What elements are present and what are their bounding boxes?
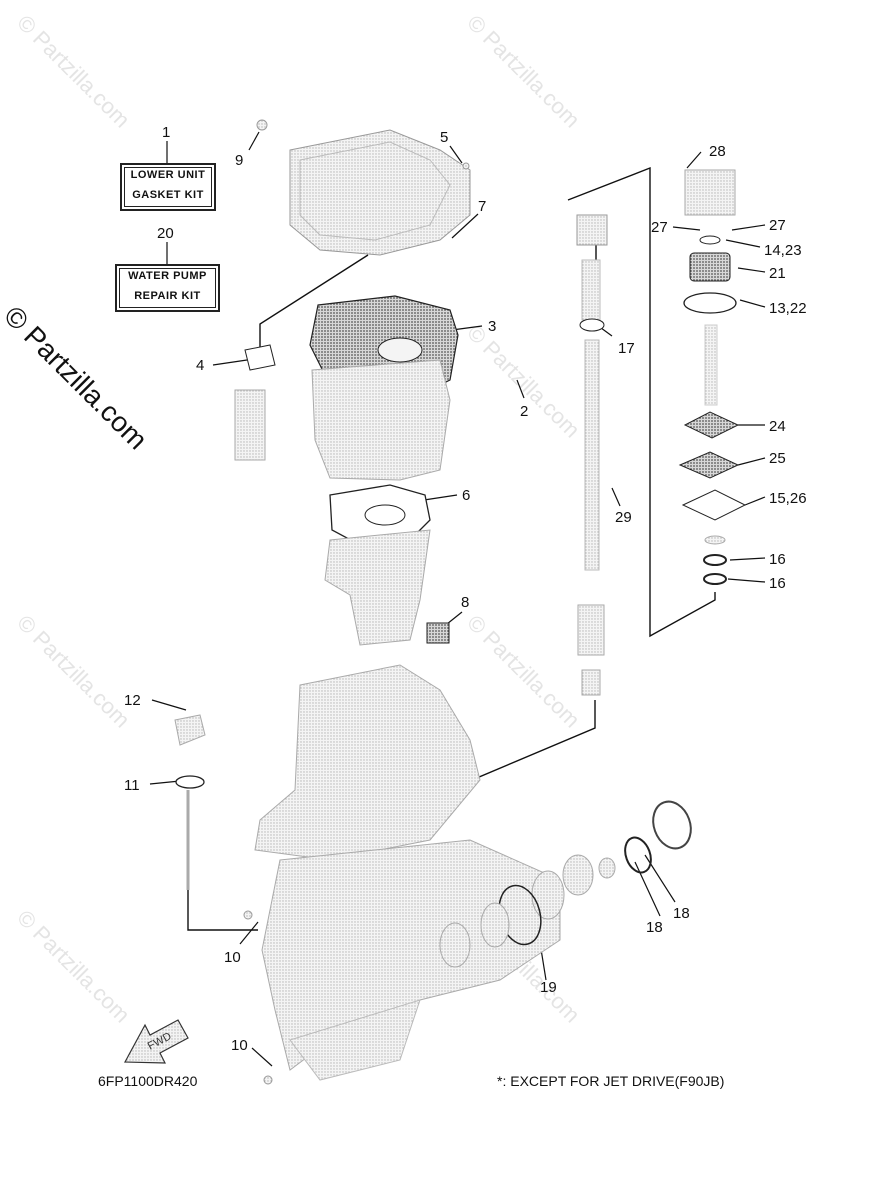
callout[interactable]: 18 — [673, 905, 690, 922]
callout[interactable]: 12 — [124, 692, 141, 709]
callout[interactable]: 18 — [646, 919, 663, 936]
callout[interactable]: 21 — [769, 265, 786, 282]
callout[interactable]: 7 — [478, 198, 486, 215]
kit-line: REPAIR KIT — [134, 290, 201, 302]
callout[interactable]: 15,26 — [769, 490, 807, 507]
kit-box-water-pump-repair[interactable]: WATER PUMP REPAIR KIT — [115, 264, 220, 312]
callout[interactable]: 4 — [196, 357, 204, 374]
callout-labels: 1 2 3 4 5 6 7 8 9 10 10 11 12 13,22 14,2… — [124, 124, 807, 1054]
callout[interactable]: 6 — [462, 487, 470, 504]
callout[interactable]: 28 — [709, 143, 726, 160]
driveshaft-housing — [311, 359, 451, 481]
lower-case-top — [254, 664, 481, 861]
callout[interactable]: 29 — [615, 509, 632, 526]
upper-case-housing — [289, 129, 471, 256]
callout[interactable]: 9 — [235, 152, 243, 169]
diagram-code: 6FP1100DR420 — [98, 1073, 198, 1089]
kit-line: GASKET KIT — [132, 189, 204, 201]
gear-case — [261, 839, 561, 1081]
callout[interactable]: 17 — [618, 340, 635, 357]
damper-part-8 — [426, 622, 450, 644]
small-fasteners — [243, 119, 470, 1085]
callout[interactable]: 10 — [231, 1037, 248, 1054]
callout[interactable]: 8 — [461, 594, 469, 611]
callout[interactable]: 3 — [488, 318, 496, 335]
callout[interactable]: 16 — [769, 551, 786, 568]
callout[interactable]: 14,23 — [764, 242, 802, 259]
kit-box-lower-unit-gasket[interactable]: LOWER UNIT GASKET KIT — [120, 163, 216, 211]
footnote: *: EXCEPT FOR JET DRIVE(F90JB) — [497, 1073, 725, 1089]
exhaust-adapter — [324, 529, 431, 646]
callout[interactable]: 10 — [224, 949, 241, 966]
shift-rod — [174, 714, 206, 890]
water-pump-stack — [678, 169, 747, 585]
gasket-part-6 — [329, 484, 431, 546]
callout[interactable]: 13,22 — [769, 300, 807, 317]
callout[interactable]: 11 — [124, 777, 140, 794]
callout[interactable]: 27 — [769, 217, 786, 234]
kit-line: LOWER UNIT — [130, 169, 206, 181]
callout[interactable]: 1 — [162, 124, 170, 141]
callout[interactable]: 27 — [651, 219, 668, 236]
fwd-arrow-icon: FWD — [124, 1019, 189, 1064]
drive-shaft — [576, 214, 608, 696]
callout[interactable]: 5 — [440, 129, 448, 146]
water-tube-part-4 — [234, 344, 276, 461]
callout[interactable]: 25 — [769, 450, 786, 467]
propeller-shaft-parts — [439, 800, 692, 968]
callout[interactable]: 19 — [540, 979, 557, 996]
kit-line: WATER PUMP — [128, 270, 207, 282]
callout[interactable]: 16 — [769, 575, 786, 592]
callout[interactable]: 2 — [520, 403, 528, 420]
callout[interactable]: 20 — [157, 225, 174, 242]
callout[interactable]: 24 — [769, 418, 786, 435]
